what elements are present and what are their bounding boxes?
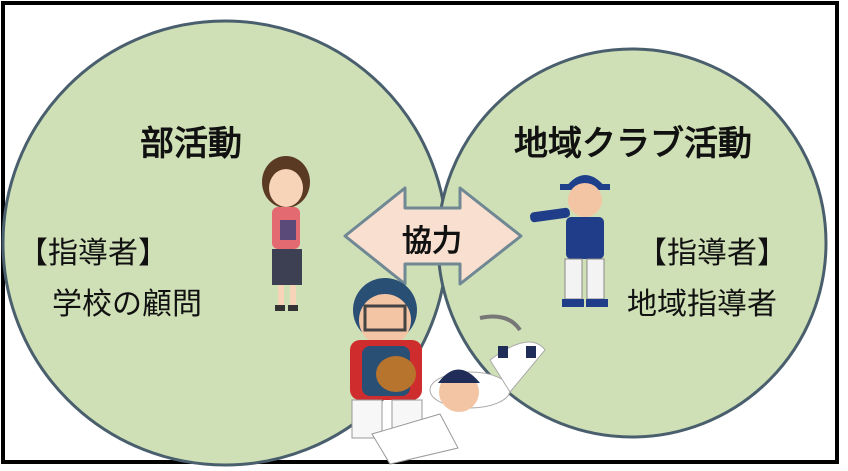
catcher-illustration <box>350 278 423 439</box>
runner-illustration <box>371 314 546 465</box>
left-role-label: 【指導者】 <box>18 236 168 271</box>
left-circle-title: 部活動 <box>140 124 242 164</box>
cooperation-label: 協力 <box>402 224 462 259</box>
right-role-label: 【指導者】 <box>637 236 787 271</box>
right-circle-title: 地域クラブ活動 <box>514 124 752 164</box>
teacher-illustration <box>262 156 310 311</box>
left-role-value: 学校の顧問 <box>52 287 202 322</box>
right-role-value: 地域指導者 <box>627 287 777 322</box>
coach-illustration <box>530 175 610 307</box>
cooperation-arrow <box>343 186 523 286</box>
